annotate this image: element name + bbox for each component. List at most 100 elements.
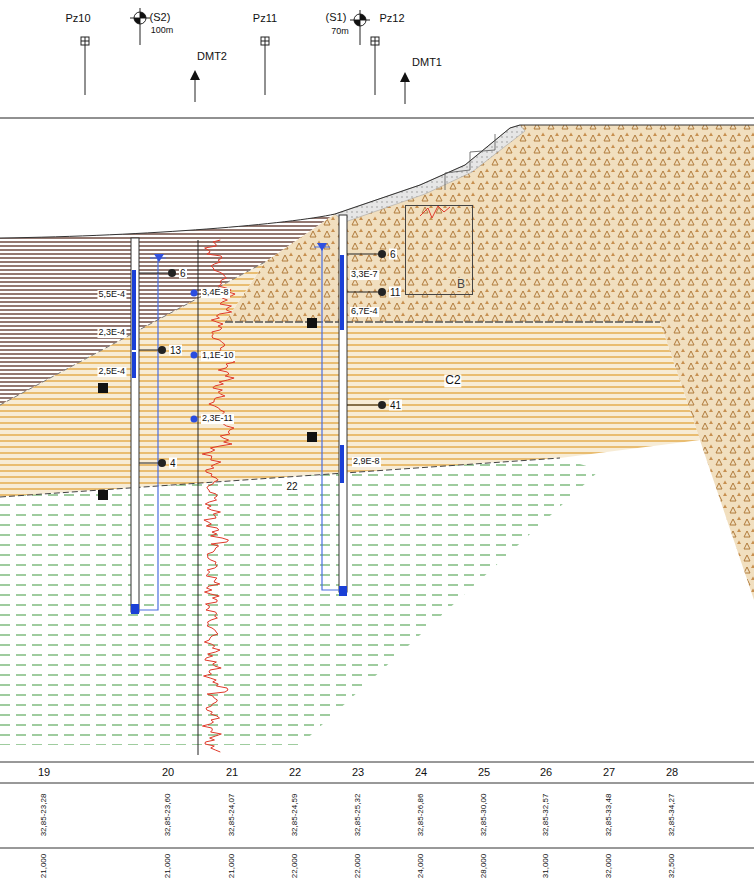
axis-label: 19 <box>38 766 50 778</box>
well-label: Pz10 <box>65 12 90 24</box>
elevation-value: 32,85-23,60 <box>164 794 173 837</box>
dmt-line <box>198 240 199 755</box>
sample-marker <box>307 318 317 328</box>
spt-dot <box>378 250 386 258</box>
well-label: Pz12 <box>379 12 404 24</box>
lab-dot <box>191 290 198 297</box>
axis-label: 24 <box>415 766 427 778</box>
water-table <box>154 254 164 262</box>
borehole <box>339 215 347 592</box>
borehole-symbol <box>350 10 370 45</box>
permeability-value: 1,1E-10 <box>201 351 235 361</box>
screen <box>132 352 136 378</box>
borehole-symbol <box>354 14 366 26</box>
axis-label: 23 <box>352 766 364 778</box>
lab-dot <box>191 352 198 359</box>
axis-label: 20 <box>162 766 174 778</box>
sample-marker <box>98 490 108 500</box>
piezometer-tip <box>339 586 347 596</box>
marl-layer <box>0 458 600 745</box>
piezometer-tip <box>131 604 139 614</box>
screen <box>132 270 136 350</box>
borehole-label: (S2) <box>150 11 171 23</box>
borehole-label: (S1) <box>326 11 347 23</box>
layer-boundary <box>0 458 560 497</box>
test-value: 22 <box>285 481 298 492</box>
screen <box>340 255 344 330</box>
spt-dot <box>378 288 386 296</box>
layer-label: C2 <box>444 374 461 387</box>
leader-line <box>139 254 378 463</box>
elevation-value: 32,85-24,07 <box>228 794 237 837</box>
piezometer-symbol <box>81 37 89 95</box>
distance-value: 31,000 <box>542 854 551 878</box>
distance-value: 32,000 <box>605 854 614 878</box>
well-label: Pz11 <box>253 12 277 24</box>
piezometer-symbol <box>371 37 379 95</box>
dmt-arrow <box>195 78 405 104</box>
distance-value: 32,500 <box>668 854 677 878</box>
test-value: 13 <box>169 345 182 356</box>
elevation-value: 32,85-26,86 <box>417 794 426 837</box>
sand-layer <box>0 262 700 497</box>
slip-scribble <box>420 206 450 218</box>
test-value: 11 <box>389 287 401 298</box>
spt-dot <box>158 459 166 467</box>
spt-dot <box>378 401 386 409</box>
distance-value: 21,000 <box>164 854 173 878</box>
axis-label: 28 <box>666 766 678 778</box>
dmt-profile <box>202 240 235 752</box>
test-value: 4 <box>169 458 177 469</box>
water-table <box>317 243 327 251</box>
distance-value: 22,000 <box>354 854 363 878</box>
axis-label: 25 <box>478 766 490 778</box>
borehole <box>131 238 139 612</box>
permeability-value: 2,5E-4 <box>97 367 126 377</box>
zone-box: B <box>405 205 473 295</box>
borehole-symbol <box>130 8 150 45</box>
distance-value: 22,000 <box>291 854 300 878</box>
elevation-value: 32,85-33,48 <box>605 794 614 837</box>
lab-dot <box>191 416 198 423</box>
permeability-value: 2,3E-4 <box>97 328 126 338</box>
distance-value: 21,000 <box>40 854 49 878</box>
frame-line <box>0 118 754 119</box>
axis-label: 22 <box>289 766 301 778</box>
axis-label: 26 <box>540 766 552 778</box>
ground-line <box>0 125 754 238</box>
distance-value: 24,000 <box>417 854 426 878</box>
elevation-value: 32,85-30,00 <box>480 794 489 837</box>
screen <box>340 445 344 483</box>
piezometer-symbol <box>261 37 269 95</box>
piezometer-pipe <box>314 247 339 590</box>
layer-boundary <box>225 321 660 323</box>
elevation-value: 32,85-25,32 <box>354 794 363 837</box>
distance-value: 28,000 <box>480 854 489 878</box>
depth-label: 100m <box>151 26 174 36</box>
permeability-value: 6,7E-4 <box>350 307 379 317</box>
spt-dot <box>158 346 166 354</box>
elevation-value: 32,85-34,27 <box>668 794 677 837</box>
elevation-value: 32,85-32,57 <box>542 794 551 837</box>
elevation-value: 32,85-23,28 <box>40 794 49 837</box>
axis-label: 27 <box>603 766 615 778</box>
borehole-symbol <box>354 14 366 26</box>
sample-marker <box>98 383 108 393</box>
test-label: DMT2 <box>197 50 227 62</box>
sample-marker <box>307 432 317 442</box>
zone-label: B <box>456 278 466 291</box>
piezometer-pipe <box>139 258 166 610</box>
permeability-value: 2,9E-8 <box>352 457 381 467</box>
test-value: 6 <box>389 249 397 260</box>
table-line <box>0 762 754 848</box>
axis-label: 21 <box>226 766 238 778</box>
distance-value: 21,000 <box>228 854 237 878</box>
borehole-symbol <box>134 12 146 24</box>
depth-label: 70m <box>331 27 349 37</box>
dmt-arrow <box>190 70 410 82</box>
borehole-symbol <box>134 12 146 24</box>
permeability-value: 5,5E-4 <box>97 290 126 300</box>
permeability-value: 3,3E-7 <box>350 270 379 280</box>
